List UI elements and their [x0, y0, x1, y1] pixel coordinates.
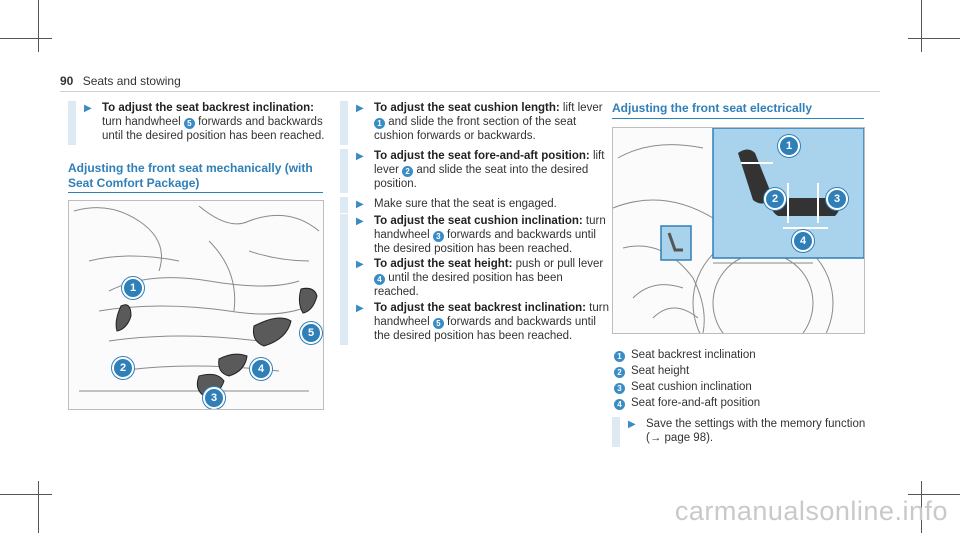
callout-5: 5 — [300, 322, 322, 344]
marker-icon: 1 — [374, 118, 385, 129]
callout-2: 2 — [112, 357, 134, 379]
arrow-icon: ▶ — [356, 303, 364, 314]
crop-mark — [921, 481, 922, 533]
marker-icon: 1 — [614, 351, 625, 362]
arrow-icon: ▶ — [356, 103, 364, 114]
marker-icon: 5 — [432, 318, 444, 329]
figure-electric-seat: 1 2 3 4 — [612, 127, 865, 334]
marker-icon: 4 — [374, 274, 385, 285]
arrow-icon: ▶ — [628, 419, 636, 430]
marker-icon: 2 — [614, 367, 625, 378]
callout-1: 1 — [778, 135, 800, 157]
crop-mark — [0, 38, 52, 39]
callout-3: 3 — [203, 387, 225, 409]
step-seat-height: ▶ To adjust the seat height: push or pul… — [340, 257, 610, 301]
page-header: 90 Seats and stowing — [60, 74, 181, 88]
watermark: carmanualsonline.info — [674, 496, 948, 526]
step-engaged: ▶ Make sure that the seat is engaged. — [340, 197, 610, 213]
door-panel-illustration — [613, 128, 864, 333]
crop-mark — [921, 0, 922, 52]
crop-mark — [908, 38, 960, 39]
page-section: Seats and stowing — [82, 74, 181, 88]
marker-icon: 2 — [402, 166, 414, 177]
callout-4: 4 — [792, 230, 814, 252]
callout-4: 4 — [250, 358, 272, 380]
arrow-icon: ▶ — [356, 199, 364, 210]
crop-mark — [38, 0, 39, 52]
seat-illustration — [73, 205, 320, 397]
marker-icon: 5 — [183, 118, 195, 129]
section-title-electric: Adjusting the front seat electrically — [612, 101, 813, 115]
step-backrest-inclination: ▶ To adjust the seat backrest inclinatio… — [340, 301, 610, 345]
step-cushion-length: ▶ To adjust the seat cushion length: lif… — [340, 101, 610, 145]
marker-icon: 4 — [614, 399, 625, 410]
arrow-icon: ▶ — [84, 103, 92, 114]
marker-icon: 3 — [614, 383, 625, 394]
arrow-icon: ▶ — [356, 216, 364, 227]
step-fore-aft: ▶ To adjust the seat fore-and-aft positi… — [340, 149, 610, 193]
marker-icon: 3 — [432, 231, 444, 242]
page-number: 90 — [60, 74, 74, 88]
crop-mark — [38, 481, 39, 533]
section-title-mechanical: Adjusting the front seat mechanically (w… — [68, 161, 313, 190]
section-rule — [68, 192, 323, 193]
page-reference-link[interactable]: (→ page 98). — [646, 432, 714, 444]
note-memory-function: ▶ Save the settings with the memory func… — [612, 417, 882, 447]
header-divider — [60, 91, 880, 92]
step-title: To adjust the seat backrest inclination: — [102, 102, 314, 114]
step-cushion-inclination: ▶ To adjust the seat cushion inclination… — [340, 214, 610, 258]
step-backrest-manual: ▶ To adjust the seat backrest inclinatio… — [68, 101, 328, 145]
crop-mark — [0, 494, 52, 495]
callout-2: 2 — [764, 188, 786, 210]
callout-1: 1 — [122, 277, 144, 299]
arrow-icon: ▶ — [356, 259, 364, 270]
callout-3: 3 — [826, 188, 848, 210]
arrow-icon: ▶ — [356, 151, 364, 162]
figure-manual-seat: 1 2 3 4 5 — [68, 200, 324, 410]
crop-mark — [908, 494, 960, 495]
section-rule — [612, 118, 864, 119]
